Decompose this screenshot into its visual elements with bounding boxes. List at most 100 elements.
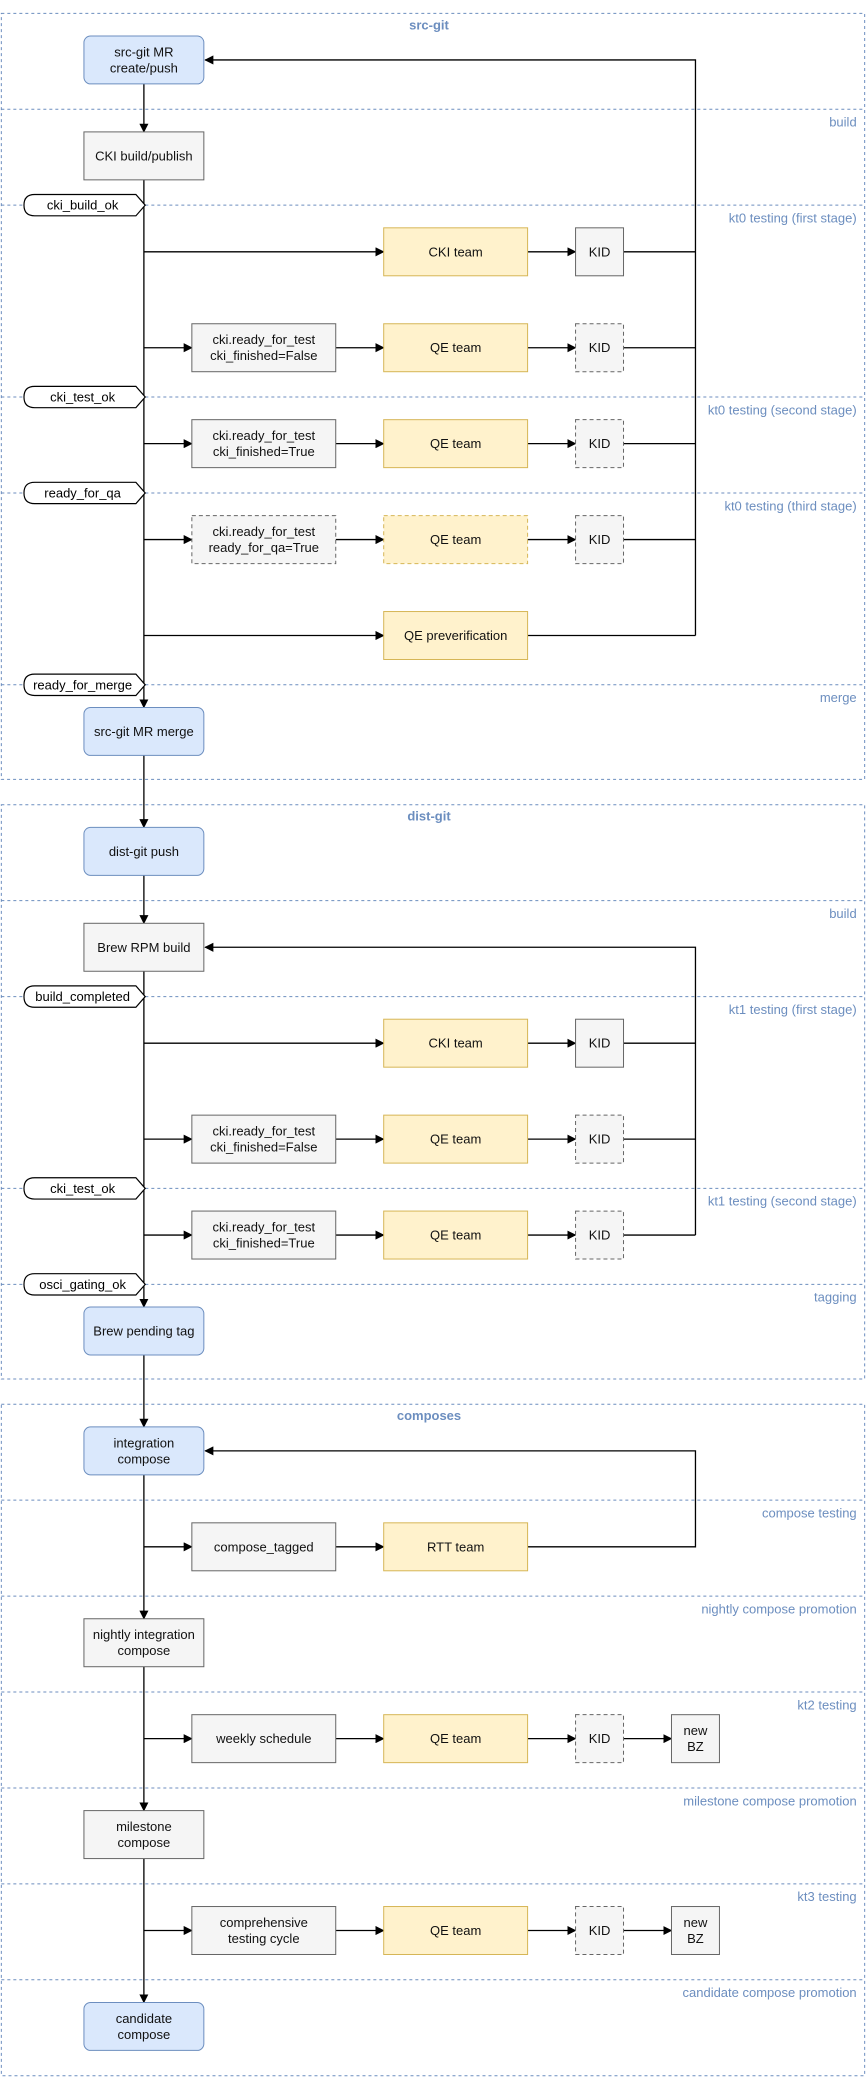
stage-dist-git-2: kt1 testing (second stage) <box>1 1187 865 1209</box>
node-kt1-qe-2: QE team <box>383 1210 529 1260</box>
stage-composes-4-label: kt3 testing <box>797 1889 856 1904</box>
gate-build-completed: build_completed <box>23 985 147 1008</box>
node-kt0-qe-1: QE team <box>383 323 529 373</box>
stage-src-git-4-label: merge <box>820 690 857 705</box>
node-kt3-kid: KID <box>575 1906 625 1955</box>
node-kt0-cond-2-box <box>191 419 337 469</box>
stage-composes-5: candidate compose promotion <box>1 1979 865 2000</box>
node-qe-preverification: QE preverification <box>383 611 529 660</box>
gate-build-completed-shape <box>23 985 147 1008</box>
node-kt2-kid-box <box>575 1714 625 1764</box>
node-weekly-schedule-label: weekly schedule <box>215 1731 311 1746</box>
node-rtt-team-box <box>383 1522 529 1572</box>
gate-ready-for-merge-shape <box>23 673 147 697</box>
gate-cki-test-ok-kt1: cki_test_ok <box>23 1177 147 1200</box>
node-kt0-qe-1-label: QE team <box>430 340 481 355</box>
stage-composes-1: nightly compose promotion <box>1 1595 865 1616</box>
node-qe-preverification-label: QE preverification <box>404 628 507 643</box>
node-kt0-kid-2-label: KID <box>589 340 611 355</box>
gate-cki-test-ok-kt0-shape <box>23 385 147 409</box>
stage-composes-2-label: kt2 testing <box>797 1697 856 1712</box>
node-kt2-kid: KID <box>575 1714 625 1764</box>
node-kt1-kid-1-box <box>575 1018 625 1068</box>
section-src-git-border <box>0 12 866 780</box>
stage-src-git-3: kt0 testing (third stage) <box>1 492 865 513</box>
section-src-git-title: src-git <box>409 17 449 32</box>
node-kt3-kid-label: KID <box>589 1923 611 1938</box>
node-kt1-kid-3-label: KID <box>589 1228 611 1243</box>
gate-cki-test-ok-kt0: cki_test_ok <box>23 385 147 409</box>
gate-ready-for-qa: ready_for_qa <box>23 481 147 505</box>
node-kt0-kid-3: KID <box>575 419 625 469</box>
node-brew-rpm-build-label: Brew RPM build <box>97 940 190 955</box>
stage-src-git-2: kt0 testing (second stage) <box>1 396 865 417</box>
stage-dist-git-0: build <box>1 900 865 921</box>
node-kt0-qe-2-box <box>383 419 529 469</box>
node-kt1-cki-team-label: CKI team <box>429 1036 483 1051</box>
node-kt3-qe-team-box <box>383 1906 529 1955</box>
stage-composes-3-label: milestone compose promotion <box>683 1793 856 1808</box>
node-kt0-kid-2: KID <box>575 323 625 373</box>
section-dist-git: dist-git <box>0 804 866 1380</box>
node-kt3-new-bz-box <box>670 1906 720 1955</box>
node-kt0-kid-3-box <box>575 419 625 469</box>
stage-src-git-2-label: kt0 testing (second stage) <box>708 402 857 417</box>
stage-composes-4: kt3 testing <box>1 1883 865 1904</box>
node-milestone-compose-box <box>83 1810 205 1860</box>
node-src-mr-merge-label: src-git MR merge <box>94 724 194 739</box>
node-kt0-kid-1-box <box>575 227 625 277</box>
stage-dist-git-1-label: kt1 testing (first stage) <box>729 1002 857 1017</box>
stage-composes-3: milestone compose promotion <box>1 1787 865 1808</box>
gate-build-completed-label: build_completed <box>35 989 130 1004</box>
stage-src-git-3-label: kt0 testing (third stage) <box>724 498 856 513</box>
node-cki-build-publish: CKI build/publish <box>83 131 205 181</box>
section-dist-git-title: dist-git <box>407 809 451 824</box>
stage-dist-git-0-label: build <box>829 906 856 921</box>
edge-feedback-bus <box>204 55 697 636</box>
stage-composes-0: compose testing <box>1 1499 865 1520</box>
node-kt1-cond-1-box <box>191 1114 337 1164</box>
node-kt1-cki-team: CKI team <box>383 1018 529 1068</box>
node-kt0-qe-2: QE team <box>383 419 529 469</box>
node-kt2-qe-team: QE team <box>383 1714 529 1764</box>
node-dist-git-push-box <box>83 826 205 876</box>
gate-ready-for-qa-label: ready_for_qa <box>44 485 121 500</box>
stage-src-git-0: build <box>1 108 865 130</box>
node-dist-git-push: dist-git push <box>83 826 205 876</box>
gate-ready-for-merge-label: ready_for_merge <box>33 677 132 692</box>
node-kt2-qe-team-label: QE team <box>430 1731 481 1746</box>
gate-cki-build-ok: cki_build_ok <box>23 193 147 217</box>
gate-osci-gating-ok: osci_gating_ok <box>23 1273 147 1296</box>
node-kt0-qe-3: QE team <box>383 515 529 565</box>
node-kt0-kid-4: KID <box>575 515 625 565</box>
node-kt0-qe-1-box <box>383 323 529 373</box>
node-kt0-cond-3-box <box>191 515 337 565</box>
stage-src-git-1: kt0 testing (first stage) <box>1 204 865 225</box>
node-kt1-kid-2-box <box>575 1114 625 1164</box>
node-cki-build-publish-box <box>83 131 205 181</box>
node-kt1-qe-2-box <box>383 1210 529 1260</box>
stage-src-git-0-label: build <box>829 115 856 130</box>
node-kt0-cki-team: CKI team <box>383 227 529 277</box>
node-kt2-kid-label: KID <box>589 1731 611 1746</box>
node-kt0-cond-1-box <box>191 323 337 373</box>
stage-src-git-4: merge <box>1 684 865 705</box>
gate-ready-for-merge: ready_for_merge <box>23 673 147 697</box>
node-brew-pending-tag: Brew pending tag <box>83 1306 205 1356</box>
node-kt1-qe-1: QE team <box>383 1114 529 1164</box>
gate-cki-test-ok-kt1-label: cki_test_ok <box>50 1181 116 1196</box>
node-kt3-qe-team-label: QE team <box>430 1923 481 1938</box>
node-brew-rpm-build: Brew RPM build <box>83 922 205 972</box>
